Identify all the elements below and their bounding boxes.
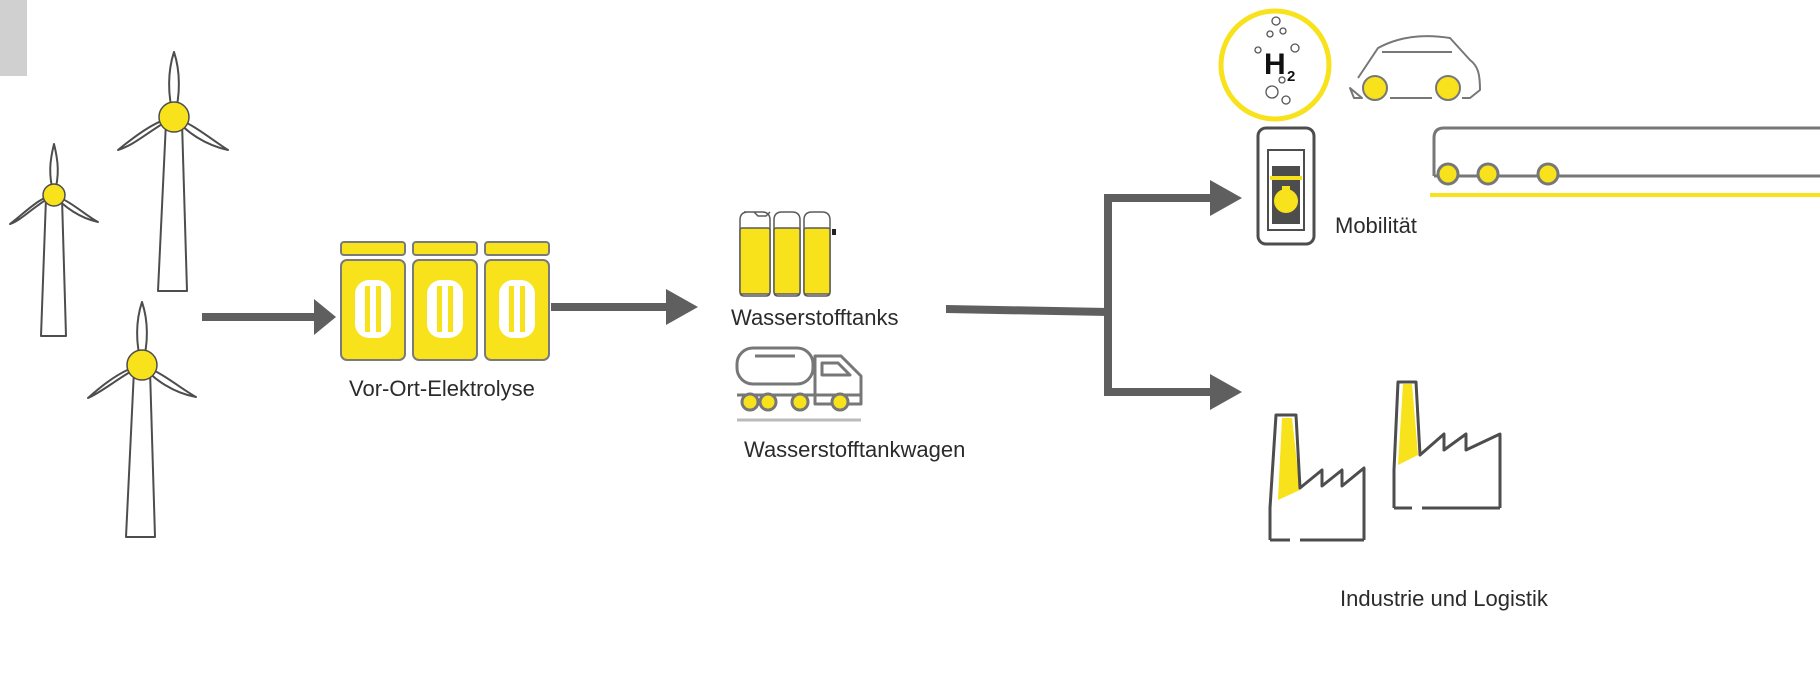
hydrogen-tanks-icon (739, 211, 836, 297)
bus-icon (1430, 126, 1820, 197)
car-icon (1349, 35, 1481, 101)
factory-icon (1392, 380, 1502, 510)
h2-molecule-icon: H 2 (1218, 8, 1332, 122)
factory-icon (1268, 413, 1366, 542)
label-electrolysis: Vor-Ort-Elektrolyse (349, 376, 535, 401)
fuel-pump-icon (1256, 126, 1316, 246)
tanker-truck-icon (735, 346, 863, 422)
label-tanker: Wasserstofftankwagen (744, 437, 966, 462)
label-mobility: Mobilität (1335, 213, 1417, 238)
h2-letter: H (1264, 48, 1286, 81)
label-tanks: Wasserstofftanks (731, 305, 899, 330)
electrolyzer-icon (340, 241, 550, 361)
wind-turbine-icon (9, 143, 99, 337)
label-industry: Industrie und Logistik (1340, 586, 1548, 611)
flow-arrow (202, 299, 336, 335)
distribution-branch (946, 180, 1242, 410)
wind-turbine-icon (117, 51, 229, 292)
corner-tab (0, 0, 27, 76)
h2-subscript: 2 (1287, 68, 1295, 85)
flow-arrow (551, 289, 698, 325)
wind-turbine-icon (87, 301, 197, 538)
